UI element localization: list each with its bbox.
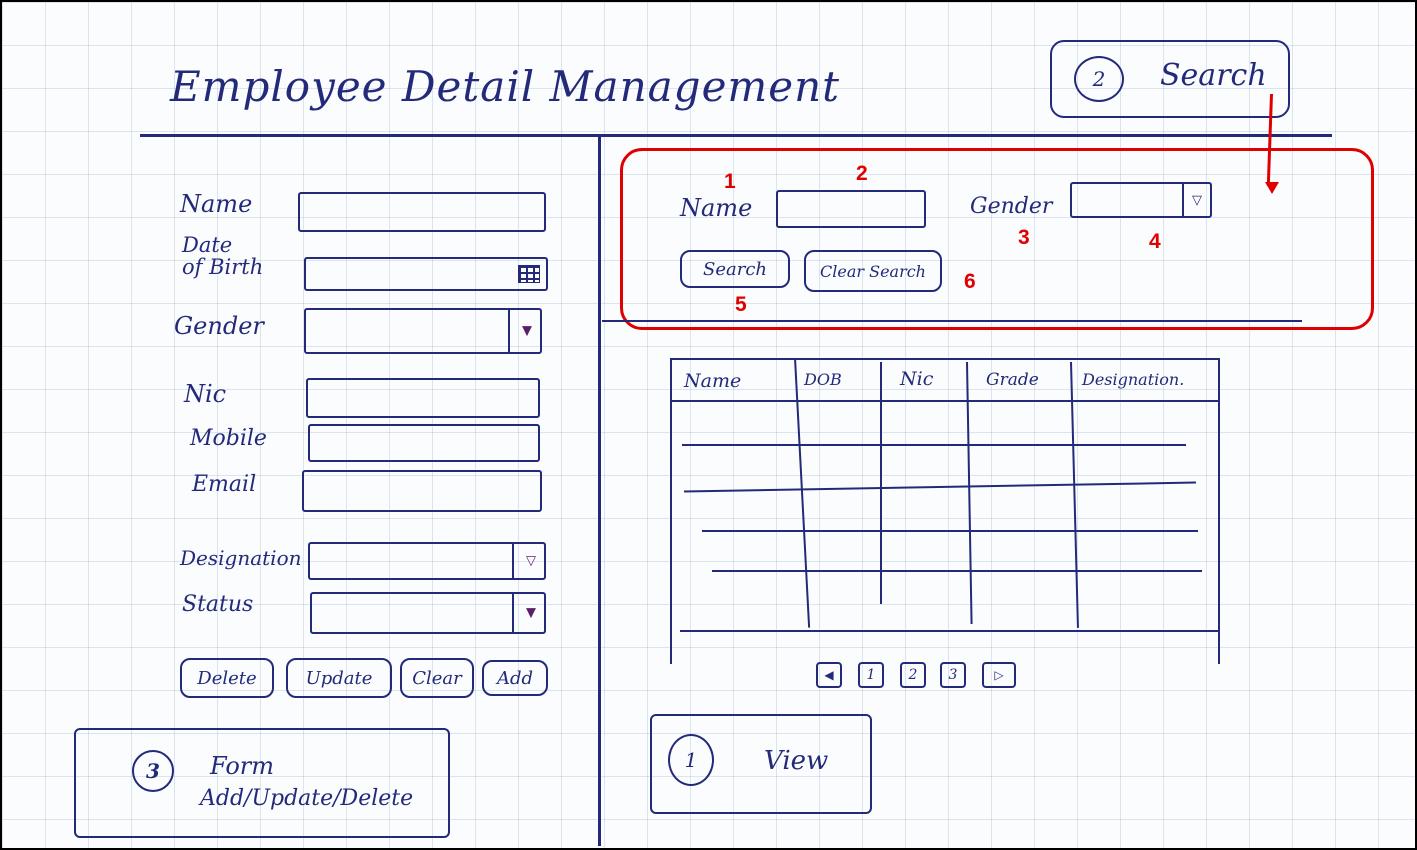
section-search-label: Search bbox=[1160, 58, 1267, 93]
table-row-line bbox=[682, 444, 1186, 446]
form-label-gender: Gender bbox=[174, 312, 264, 340]
dropdown-arrow-icon: ▼ bbox=[526, 605, 536, 621]
email-input[interactable] bbox=[302, 470, 542, 512]
nic-input[interactable] bbox=[306, 378, 540, 418]
annotation-6: 6 bbox=[964, 270, 976, 293]
page-title: Employee Detail Management bbox=[170, 62, 841, 111]
update-button[interactable]: Update bbox=[286, 658, 392, 698]
dropdown-arrow-icon: ▼ bbox=[522, 323, 532, 339]
annotation-4: 4 bbox=[1149, 230, 1161, 253]
delete-button[interactable]: Delete bbox=[180, 658, 274, 698]
section-view-box: 1 View bbox=[650, 714, 872, 814]
form-label-name: Name bbox=[180, 190, 253, 218]
form-label-designation: Designation bbox=[180, 546, 302, 570]
section-form-box: 3 Form Add/Update/Delete bbox=[74, 728, 450, 838]
annotation-5: 5 bbox=[735, 293, 747, 316]
calendar-icon[interactable] bbox=[518, 265, 540, 283]
section-form-number: 3 bbox=[132, 750, 174, 792]
dropdown-arrow-icon: ▽ bbox=[1192, 192, 1202, 208]
section-search-number: 2 bbox=[1074, 56, 1124, 102]
pagination-page-3[interactable]: 3 bbox=[940, 662, 966, 688]
table-row-line bbox=[712, 570, 1202, 572]
add-button[interactable]: Add bbox=[482, 660, 548, 696]
form-label-email: Email bbox=[192, 472, 257, 497]
mobile-input[interactable] bbox=[308, 424, 540, 462]
table-col-line bbox=[880, 362, 882, 604]
table-row-line bbox=[680, 630, 1220, 632]
table-header-name: Name bbox=[684, 370, 742, 392]
search-highlight-frame bbox=[620, 148, 1374, 330]
table-frame bbox=[670, 358, 1220, 664]
form-label-mobile: Mobile bbox=[190, 426, 267, 451]
name-input[interactable] bbox=[298, 192, 546, 232]
form-label-nic: Nic bbox=[184, 380, 227, 408]
table-header-divider bbox=[672, 400, 1220, 402]
clear-search-button[interactable]: Clear Search bbox=[804, 250, 942, 292]
table-header-designation: Designation. bbox=[1082, 370, 1185, 389]
dropdown-toggle[interactable]: ▽ bbox=[1182, 184, 1210, 216]
section-form-sublabel: Add/Update/Delete bbox=[200, 786, 414, 811]
search-bottom-divider bbox=[602, 320, 1302, 322]
search-name-input[interactable] bbox=[776, 190, 926, 228]
status-select[interactable]: ▼ bbox=[310, 592, 546, 634]
section-view-label: View bbox=[764, 746, 829, 776]
form-label-dob: Date of Birth bbox=[182, 233, 264, 279]
pagination-next-icon[interactable]: ▷ bbox=[982, 662, 1016, 688]
search-gender-select[interactable]: ▽ bbox=[1070, 182, 1212, 218]
pagination-page-1[interactable]: 1 bbox=[858, 662, 884, 688]
section-form-label: Form bbox=[210, 752, 275, 780]
pagination-page-2[interactable]: 2 bbox=[900, 662, 926, 688]
pagination-prev-icon[interactable]: ◀ bbox=[816, 662, 842, 688]
annotation-arrowhead-icon bbox=[1265, 182, 1279, 194]
dropdown-arrow-icon: ▽ bbox=[526, 553, 536, 569]
section-view-number: 1 bbox=[668, 734, 714, 786]
search-gender-label: Gender bbox=[970, 194, 1053, 219]
form-label-status: Status bbox=[182, 592, 254, 617]
table-header-grade: Grade bbox=[986, 370, 1039, 390]
table-header-dob: DOB bbox=[804, 370, 842, 389]
search-button[interactable]: Search bbox=[680, 250, 790, 288]
annotation-2: 2 bbox=[856, 162, 868, 185]
gender-select[interactable]: ▼ bbox=[304, 308, 542, 354]
section-search-box: 2 Search bbox=[1050, 40, 1290, 118]
search-name-label: Name bbox=[680, 194, 753, 222]
designation-select[interactable]: ▽ bbox=[308, 542, 546, 580]
annotation-1: 1 bbox=[724, 170, 736, 193]
dob-input[interactable] bbox=[304, 257, 548, 291]
table-header-nic: Nic bbox=[900, 368, 934, 390]
clear-button[interactable]: Clear bbox=[400, 658, 474, 698]
annotation-3: 3 bbox=[1018, 226, 1030, 249]
table-row-line bbox=[702, 530, 1198, 532]
column-divider bbox=[598, 136, 601, 846]
header-divider bbox=[140, 134, 1332, 137]
